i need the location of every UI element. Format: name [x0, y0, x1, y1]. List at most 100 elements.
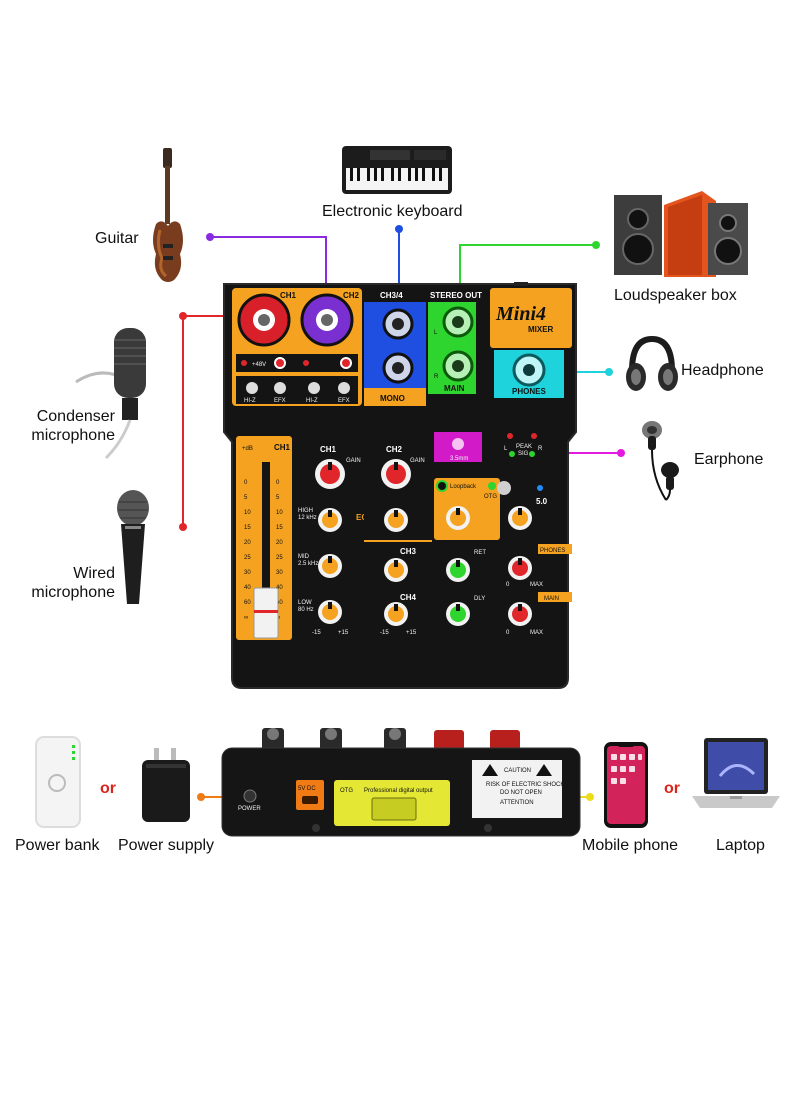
ch1-low-knob[interactable]: [318, 600, 342, 624]
dly-knob[interactable]: [446, 602, 470, 626]
ch1-column-label: CH1: [320, 445, 337, 454]
ch2-gain-knob[interactable]: [381, 459, 411, 489]
ch3-vol-knob[interactable]: [384, 558, 408, 582]
speaker-wire-dot: [592, 241, 600, 249]
hiz-button-ch1[interactable]: [246, 382, 258, 394]
speaker-icon: [614, 191, 748, 277]
condenser-label-line2: microphone: [31, 427, 115, 444]
sig-label: SIG: [518, 451, 529, 457]
ch3-jack-hole: [392, 318, 404, 330]
power-wire-dot: [197, 793, 205, 801]
wired-mic-label-line2: microphone: [31, 584, 115, 601]
ch34-label: CH3/4: [380, 291, 403, 300]
eq-high-label: HIGH: [298, 508, 313, 514]
mixer-top-view: CH1 CH2 +48V HI-Z EFX HI-Z EFX CH3/4 MON…: [223, 282, 577, 689]
headphone-label: Headphone: [681, 362, 764, 379]
power-bank-label: Power bank: [15, 837, 100, 854]
phones-vol-label: PHONES: [540, 548, 565, 554]
mixer-rear-view: POWER 5V DC OTG Professional digital out…: [221, 728, 581, 837]
otg-label: OTG: [484, 494, 497, 500]
jack-35-label: 3.5mm: [450, 456, 468, 462]
efx-button-ch1[interactable]: [274, 382, 286, 394]
stereo-out-main-label: MAIN: [444, 384, 465, 393]
fader-tick-label: ∞: [244, 615, 248, 621]
rear-power-button[interactable]: [243, 789, 257, 803]
stereo-out-l-hole: [452, 316, 464, 328]
ch4-jack-hole: [392, 362, 404, 374]
caution-triangle-icon: [482, 764, 498, 776]
keyboard-icon: [342, 146, 452, 194]
fader-tick-label: 15: [244, 525, 251, 531]
peak-label: PEAK: [516, 444, 532, 450]
ch1-gain-knob[interactable]: [315, 459, 345, 489]
fader-tick-label: 5: [244, 495, 248, 501]
brand-panel: [490, 288, 572, 348]
phantom-button-ch1[interactable]: [274, 357, 286, 369]
ch4-max: +15: [406, 630, 417, 636]
ch1-low-max: +15: [338, 630, 349, 636]
jack-35-port[interactable]: [452, 438, 464, 450]
ch1-high-knob[interactable]: [318, 508, 342, 532]
condenser-label-line1: Condenser: [36, 408, 115, 425]
ret-knob[interactable]: [446, 558, 470, 582]
hiz-button-ch2[interactable]: [308, 382, 320, 394]
fader-tick-label: 60: [276, 600, 283, 606]
fx-knob[interactable]: [446, 506, 470, 530]
phantom-label-ch1: +48V: [252, 362, 266, 368]
or-right: or: [664, 780, 680, 797]
phones-jack-hole: [523, 364, 535, 376]
rear-otg-port[interactable]: [371, 797, 417, 821]
ch1-input-label: CH1: [280, 291, 297, 300]
rear-dc-port[interactable]: [296, 780, 324, 810]
otg-led: [488, 482, 496, 490]
hiz-label-ch1: HI-Z: [244, 398, 256, 404]
fader-tick-label: 20: [244, 540, 251, 546]
master-knob[interactable]: [508, 506, 532, 530]
ch2-eq-knob[interactable]: [384, 508, 408, 532]
rear-dc-socket: [302, 796, 318, 804]
mobile-phone-label: Mobile phone: [582, 837, 679, 854]
brand-sub: MIXER: [528, 325, 554, 334]
phantom-button-ch2[interactable]: [340, 357, 352, 369]
rear-dc-label: 5V DC: [298, 786, 316, 792]
main-vol-max: MAX: [530, 630, 543, 636]
wired-mic-label-line1: Wired: [73, 565, 115, 582]
ch4-min: -15: [380, 630, 389, 636]
fader-tick-label: 0: [244, 480, 248, 486]
rear-power-label: POWER: [238, 806, 261, 812]
main-vol-knob[interactable]: [508, 602, 532, 626]
fader-tick-label: 10: [276, 510, 283, 516]
condenser-label: Condenser microphone: [31, 407, 115, 445]
efx-button-ch2[interactable]: [338, 382, 350, 394]
wired-mic-icon: [117, 490, 149, 604]
rear-screw-right: [484, 824, 492, 832]
fader-tick-label: 15: [276, 525, 283, 531]
guitar-icon: [153, 148, 183, 282]
ch1-low-min: -15: [312, 630, 321, 636]
ch1-mid-knob[interactable]: [318, 554, 342, 578]
ch4-vol-label: CH4: [400, 593, 417, 602]
bt-button[interactable]: [497, 481, 511, 495]
ch1-xlr-hole: [258, 314, 270, 326]
phones-vol-tag: [538, 544, 572, 554]
fader-cap-line: [254, 610, 278, 613]
speaker-label: Loudspeaker box: [614, 287, 737, 304]
eq-label: EQ: [356, 513, 368, 522]
mono-label: MONO: [380, 394, 405, 403]
phones-vol-max: MAX: [530, 582, 543, 588]
caution-bolt-icon: [536, 764, 552, 776]
headphone-icon: [626, 335, 678, 391]
loopback-button[interactable]: [436, 480, 448, 492]
wired-mic-wire-dot: [179, 523, 187, 531]
phones-vol-knob[interactable]: [508, 556, 532, 580]
headphone-wire-dot: [605, 368, 613, 376]
sig-led-l: [509, 451, 515, 457]
ch3-vol-label: CH3: [400, 547, 417, 556]
keyboard-label: Electronic keyboard: [322, 203, 463, 220]
main-vol-label: MAIN: [544, 596, 559, 602]
phones-vol-min: 0: [506, 582, 510, 588]
rear-otg-label: OTG: [340, 788, 353, 794]
ch4-vol-knob[interactable]: [384, 602, 408, 626]
laptop-label: Laptop: [716, 837, 765, 854]
mobile-phone-icon: [604, 742, 648, 828]
